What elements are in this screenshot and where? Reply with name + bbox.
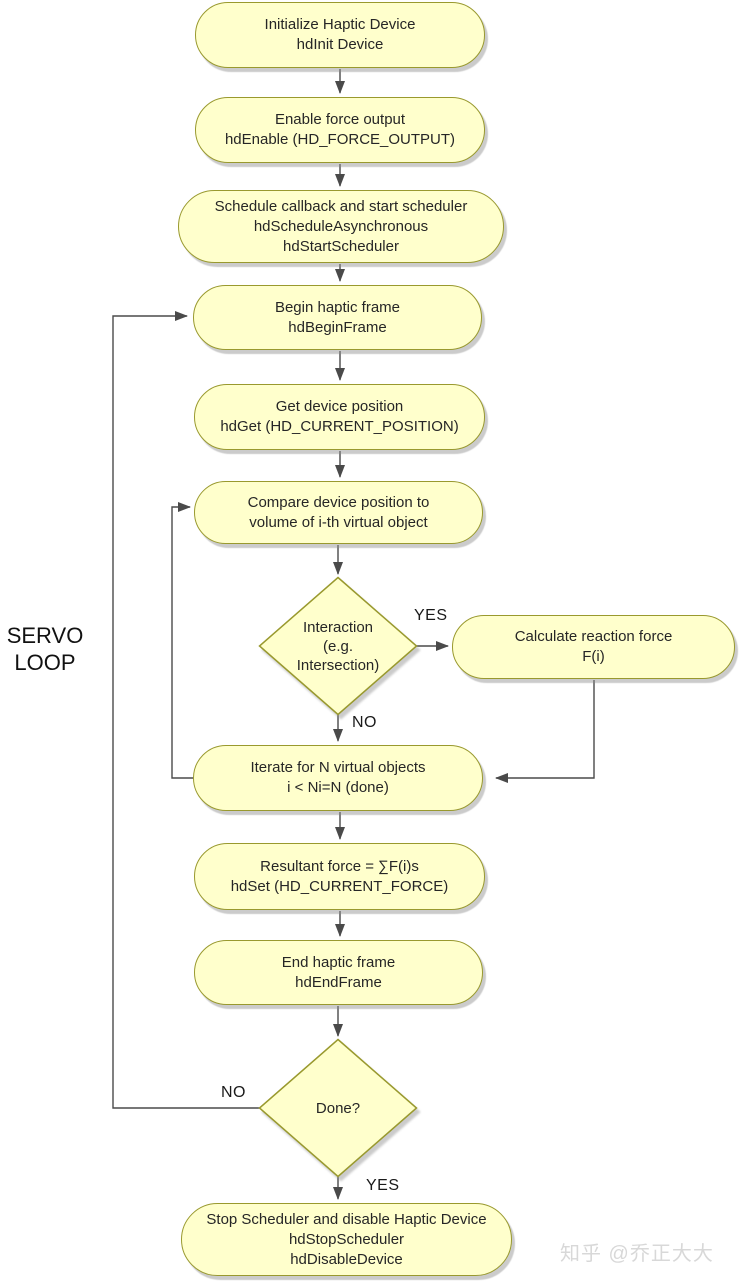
edge-label-done-yes: YES [366,1177,400,1194]
node-text-line: hdScheduleAsynchronous [253,217,429,235]
node-initialize-haptic-device: Initialize Haptic Device hdInit Device [195,2,485,68]
node-calculate-reaction-force: Calculate reaction force F(i) [452,615,735,679]
arrow-done-no-loop-to-begin [112,311,260,1109]
node-text-line: Schedule callback and start scheduler [214,197,468,215]
node-text-line: hdInit Device [296,36,384,53]
edge-label-interaction-no: NO [352,714,377,731]
node-text-line: Initialize Haptic Device [264,16,416,33]
servo-loop-line: SERVO [6,623,84,648]
node-text-line: hdSet (HD_CURRENT_FORCE) [230,877,449,895]
node-text-line: Begin haptic frame [274,298,401,316]
decision-interaction-label: Interaction (e.g. Intersection) [257,576,419,716]
node-text-line: Enable force output [274,111,406,128]
decision-done: Done? [257,1038,419,1178]
servo-loop-line: LOOP [14,650,76,675]
decision-interaction: Interaction (e.g. Intersection) [257,576,419,716]
node-schedule-callback: Schedule callback and start scheduler hd… [178,190,504,263]
node-text-line: hdStartScheduler [283,237,399,255]
decision-done-label: Done? [257,1038,419,1178]
node-enable-force-output: Enable force output hdEnable (HD_FORCE_O… [195,97,485,163]
node-text-line: hdEnable (HD_FORCE_OUTPUT) [224,131,456,148]
node-text-line: Intersection) [296,656,380,674]
edge-label-interaction-yes: YES [414,607,448,624]
diamond-shape [258,1038,418,1178]
node-text-line: hdStopScheduler [288,1230,405,1248]
node-resultant-force: Resultant force = ∑F(i)s hdSet (HD_CURRE… [194,843,485,910]
node-text-line: hdDisableDevice [290,1250,403,1268]
node-text-line: hdGet (HD_CURRENT_POSITION) [220,418,459,435]
node-text-line: (e.g. [322,637,353,655]
node-text-line: Iterate for N virtual objects [250,759,426,776]
node-end-haptic-frame: End haptic frame hdEndFrame [194,940,483,1005]
node-text-line: hdEndFrame [295,973,382,991]
edge-label-done-no: NO [221,1084,246,1101]
node-text-line: Get device position [275,398,404,415]
node-text-line: hdBeginFrame [288,318,387,336]
node-text-line: volume of i-th virtual object [249,513,428,531]
diamond-shape [258,576,418,716]
node-text-line: End haptic frame [281,953,396,971]
node-text-line: Stop Scheduler and disable Haptic Device [206,1210,487,1228]
node-text-line: i < Ni=N (done) [287,779,389,796]
node-compare-device-position: Compare device position to volume of i-t… [194,481,483,544]
arrow-iterate-loop-to-compare [171,502,193,779]
arrow-calculate-to-iterate [495,680,595,783]
servo-loop-label: SERVO LOOP [0,622,90,676]
node-text-line: Calculate reaction force [514,628,673,645]
node-begin-haptic-frame: Begin haptic frame hdBeginFrame [193,285,482,350]
node-stop-scheduler: Stop Scheduler and disable Haptic Device… [181,1203,512,1276]
node-text-line: Done? [315,1099,361,1117]
node-text-line: Interaction [302,618,374,636]
node-text-line: F(i) [582,648,605,665]
watermark-zhihu: 知乎 @乔正大大 [560,1243,714,1265]
node-text-line: Resultant force = ∑F(i)s [260,857,419,875]
node-iterate-virtual-objects: Iterate for N virtual objects i < Ni=N (… [193,745,483,811]
node-get-device-position: Get device position hdGet (HD_CURRENT_PO… [194,384,485,450]
node-text-line: Compare device position to [247,493,430,511]
